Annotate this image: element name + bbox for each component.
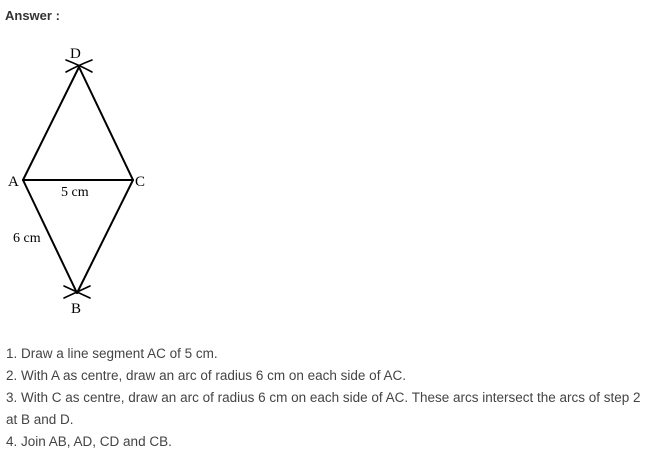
vertex-label-a: A xyxy=(8,174,19,190)
step-1: 1. Draw a line segment AC of 5 cm. xyxy=(6,346,218,361)
segment-ad xyxy=(22,66,80,181)
rhombus-construction-figure: D A C B 5 cm 6 cm xyxy=(8,46,145,317)
arc-b-from-c xyxy=(63,285,91,299)
segment-cb xyxy=(76,179,134,294)
length-label-ac: 5 cm xyxy=(61,185,89,200)
length-label-ab: 6 cm xyxy=(13,231,41,246)
vertex-label-b: B xyxy=(71,301,81,317)
construction-steps: 1. Draw a line segment AC of 5 cm. 2. Wi… xyxy=(6,343,642,453)
segment-dc xyxy=(78,66,134,181)
step-4: 4. Join AB, AD, CD and CB. xyxy=(6,434,172,449)
arc-d-from-c xyxy=(65,59,93,73)
answer-heading: Answer : xyxy=(5,8,60,23)
vertex-label-c: C xyxy=(135,174,145,190)
step-3: 3. With C as centre, draw an arc of radi… xyxy=(6,390,641,427)
segment-ab xyxy=(22,179,78,294)
vertex-label-d: D xyxy=(70,46,81,62)
step-2: 2. With A as centre, draw an arc of radi… xyxy=(6,368,406,383)
